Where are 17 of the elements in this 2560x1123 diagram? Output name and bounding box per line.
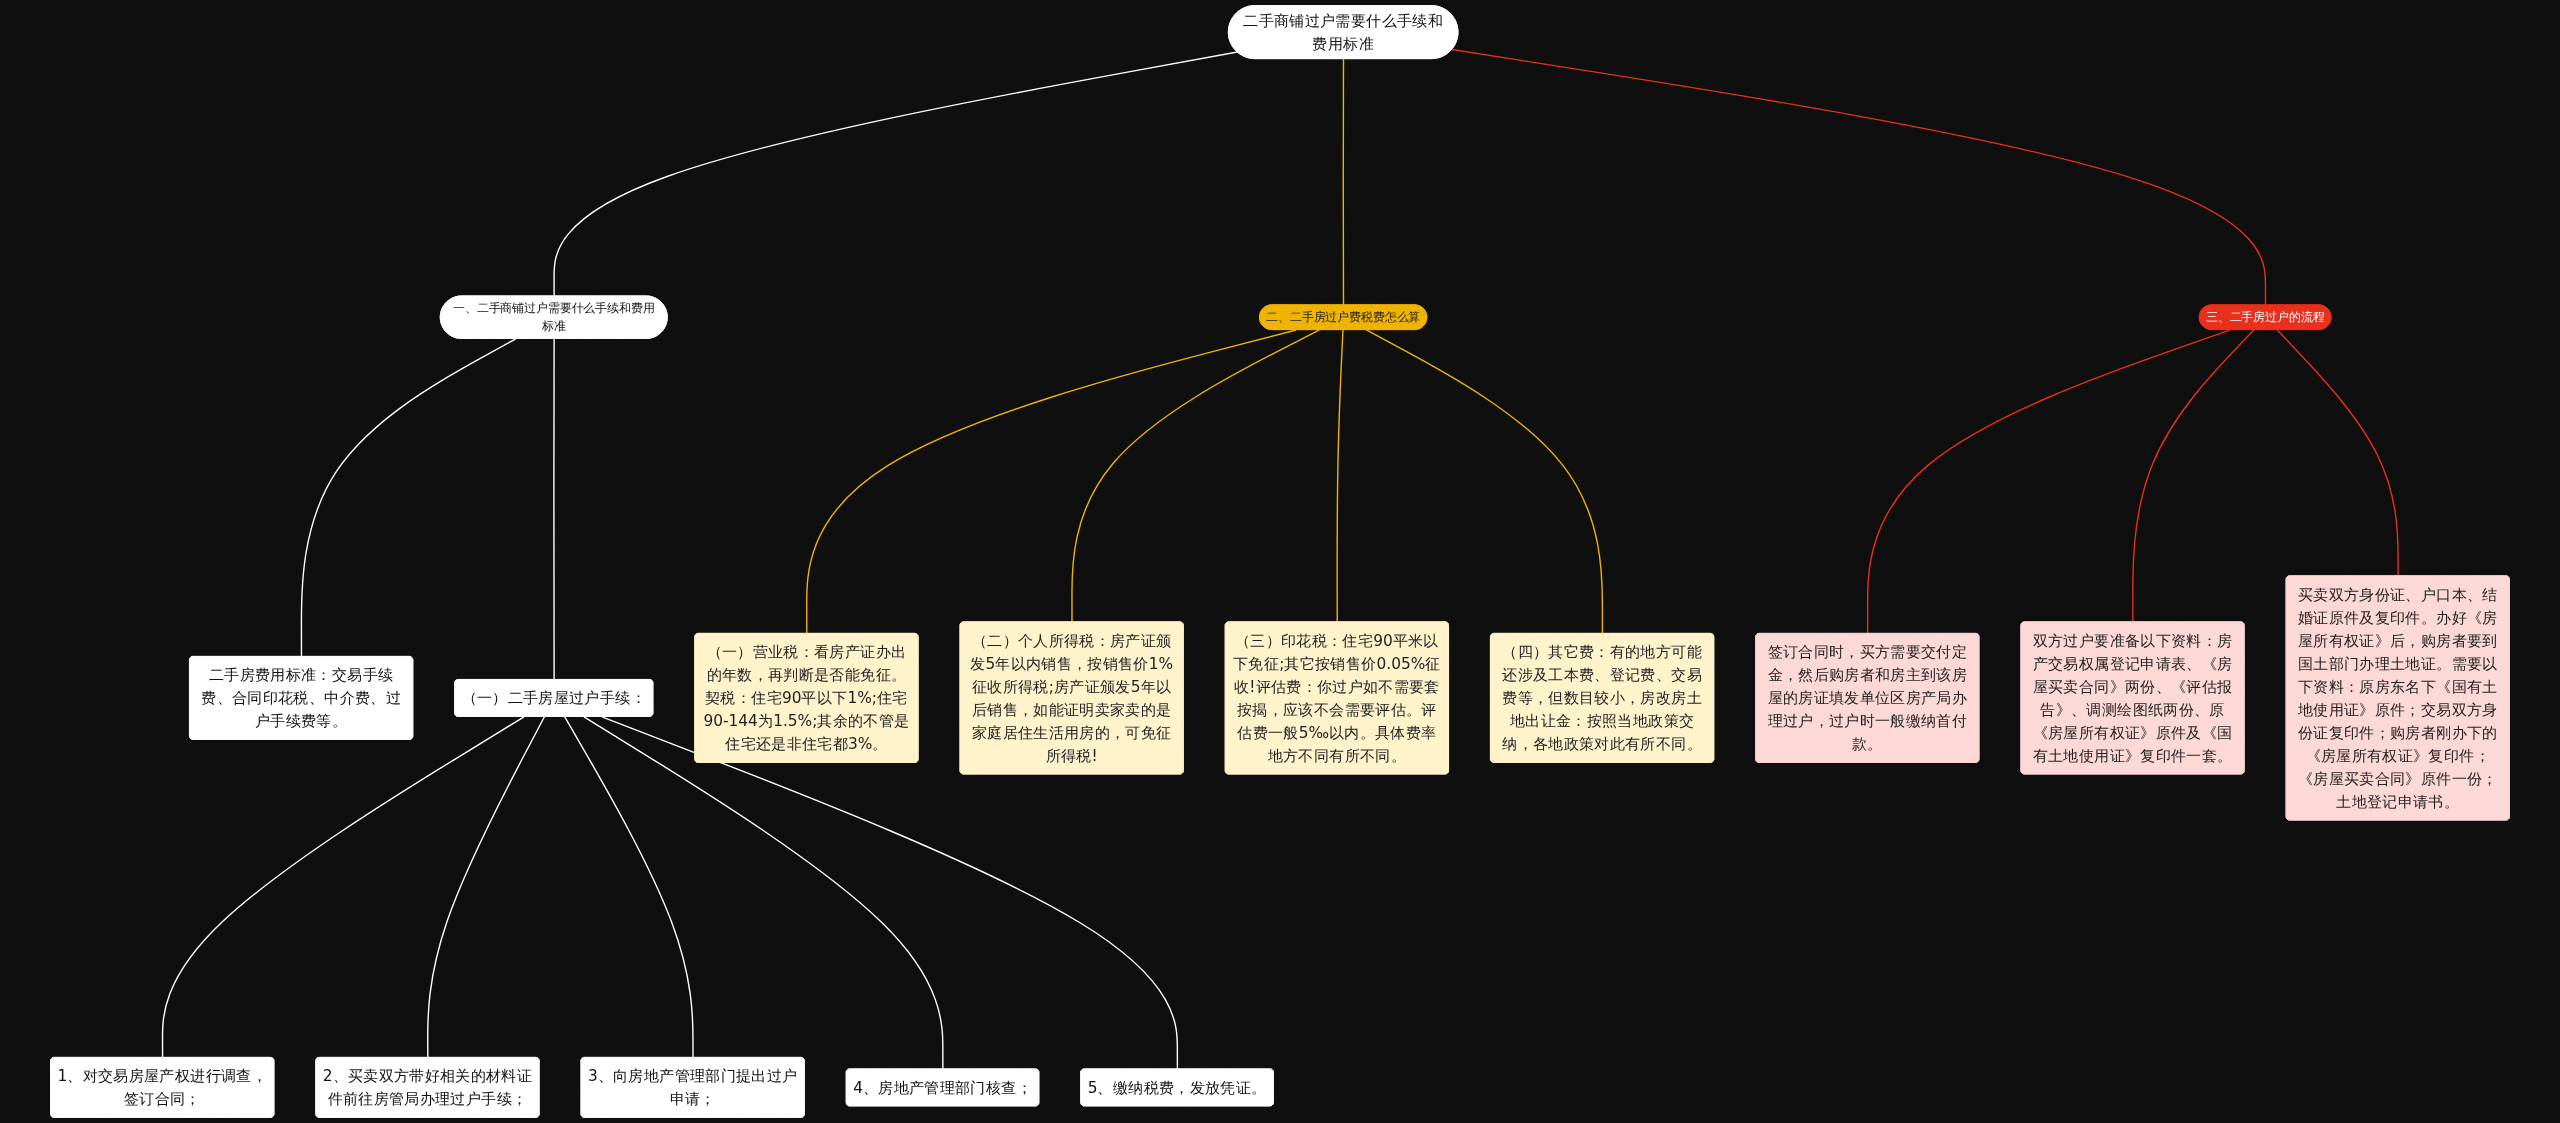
connector xyxy=(1451,48,2267,306)
connector xyxy=(1866,329,2231,635)
connector xyxy=(583,716,944,1070)
connector xyxy=(1365,329,1604,635)
connector xyxy=(553,51,1238,297)
connector xyxy=(1342,58,1345,306)
connector xyxy=(161,716,525,1059)
connector xyxy=(2132,329,2255,623)
connector xyxy=(806,329,1297,635)
connector xyxy=(1071,329,1321,623)
connector xyxy=(601,716,1179,1070)
connector xyxy=(1336,329,1344,623)
connector xyxy=(564,716,694,1059)
connector xyxy=(553,338,555,681)
connector xyxy=(427,716,546,1059)
connector xyxy=(300,338,517,658)
connector xyxy=(2276,329,2399,577)
